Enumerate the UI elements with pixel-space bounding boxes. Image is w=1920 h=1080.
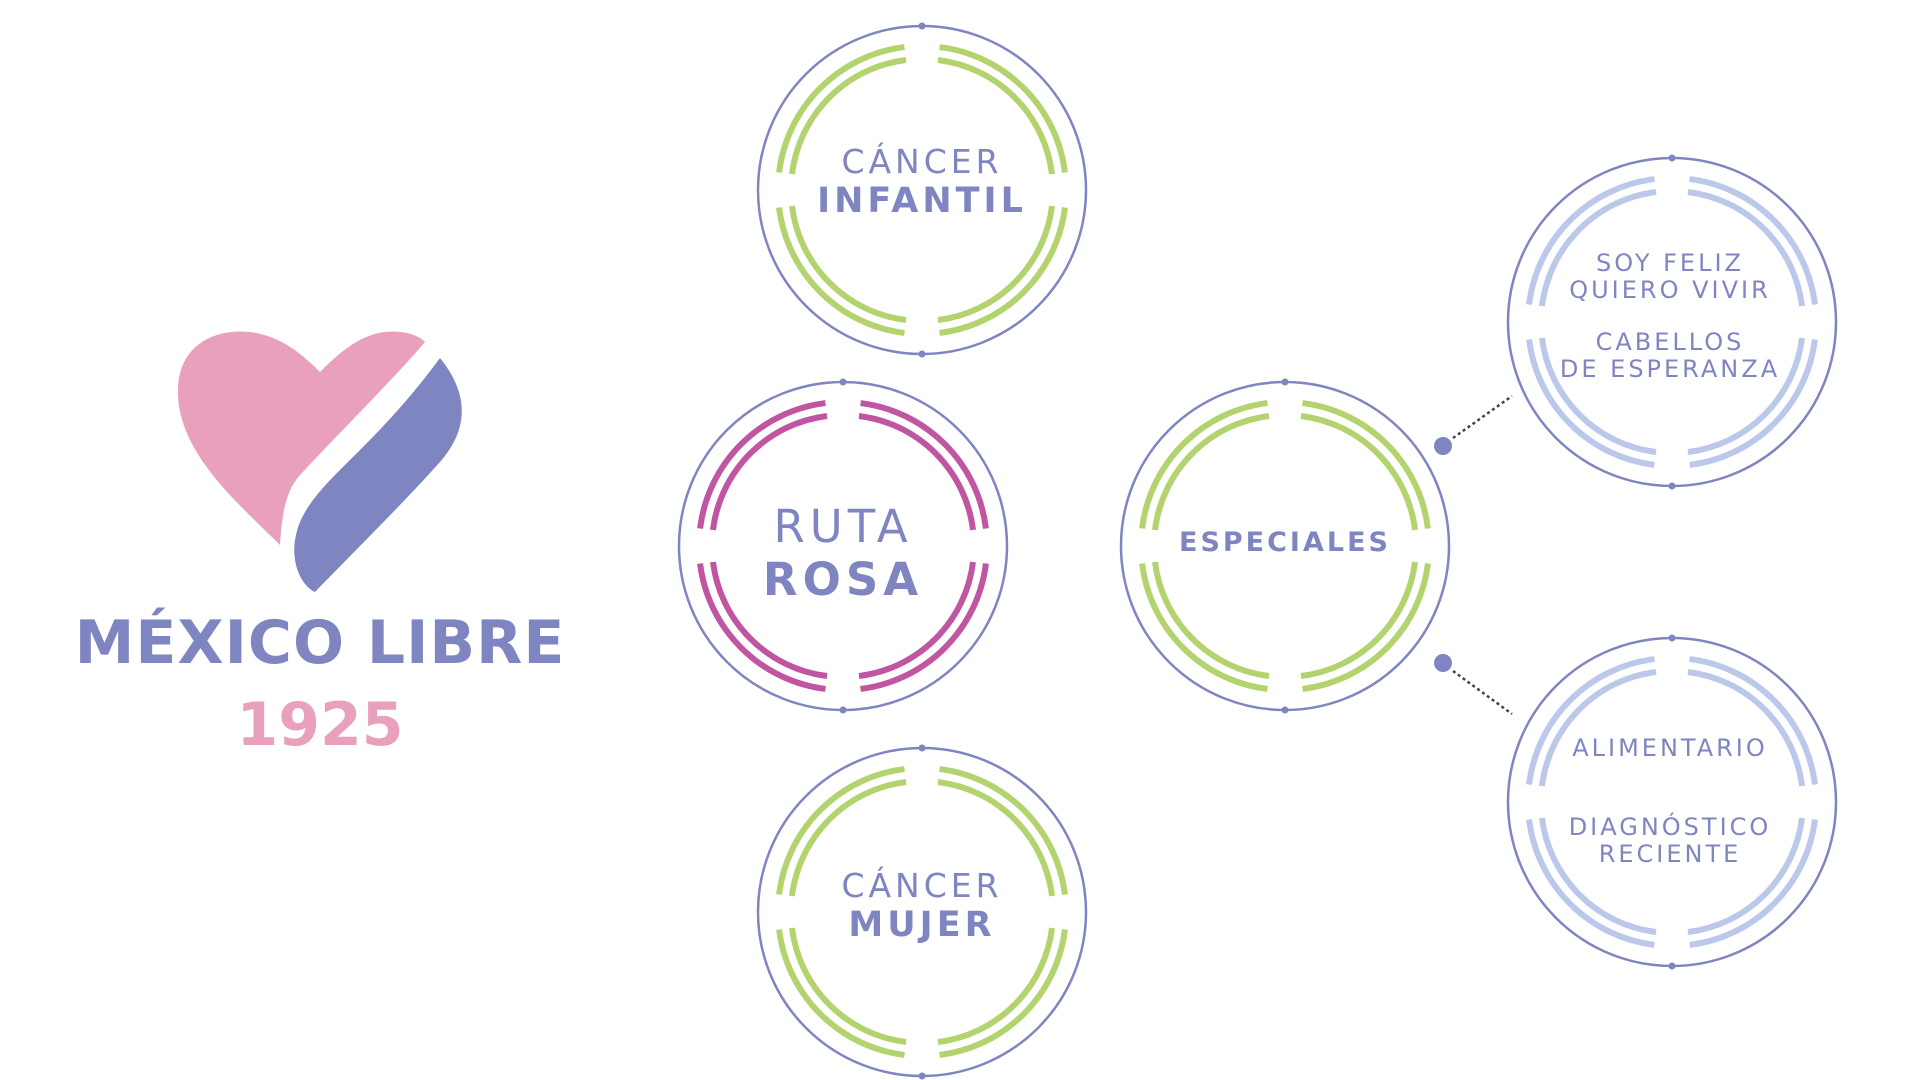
ring-segment <box>937 205 1055 323</box>
ring-segment <box>1689 819 1818 948</box>
ring-dot <box>1281 706 1289 714</box>
ring-segment <box>939 766 1068 895</box>
ring-segment <box>1139 563 1268 692</box>
ring-segment <box>789 779 907 897</box>
brand-name: MÉXICO LIBRE <box>74 608 566 678</box>
label-item2-line2: DE ESPERANZA <box>1559 355 1781 383</box>
ring-segment <box>776 207 905 336</box>
ring-segment <box>1139 400 1268 529</box>
ring-segment <box>1526 656 1655 785</box>
ring-segment <box>1152 413 1270 531</box>
ring-dot <box>918 1072 926 1080</box>
ring-dot <box>1668 962 1676 970</box>
ring-segment <box>860 400 989 529</box>
label-line1: ESPECIALES <box>1179 527 1391 558</box>
label-item2-line1: CABELLOS <box>1595 328 1745 356</box>
label-line1: CÁNCER <box>841 142 1003 181</box>
ring-segment <box>1539 189 1657 307</box>
circle-cancer-infantil <box>756 22 1088 358</box>
ring-segment <box>697 400 826 529</box>
label-item1-line1: ALIMENTARIO <box>1572 734 1768 762</box>
ring-segment <box>937 57 1055 175</box>
ring-segment <box>710 413 828 531</box>
ring-segment <box>1526 339 1655 468</box>
ring-segment <box>937 779 1055 897</box>
ring-segment <box>1687 669 1805 787</box>
ring-segment <box>1300 561 1418 679</box>
ring-segment <box>789 927 907 1045</box>
circle-ruta-rosa-label: RUTA ROSA <box>713 500 973 606</box>
ring-segment <box>789 205 907 323</box>
logo-heart-icon <box>177 331 462 592</box>
ring-dot <box>1281 378 1289 386</box>
ring-segment <box>710 561 828 679</box>
ring-dot <box>1668 634 1676 642</box>
label-line2: ROSA <box>762 553 924 606</box>
circle-soy-feliz-label: SOY FELIZ QUIERO VIVIR CABELLOS DE ESPER… <box>1540 250 1800 383</box>
ring-dot <box>839 378 847 386</box>
connector-dot <box>1434 437 1452 455</box>
ring-dot <box>839 706 847 714</box>
ring-segment <box>776 929 905 1058</box>
ring-segment <box>1687 189 1805 307</box>
ring-segment <box>1539 337 1657 455</box>
ring-segment <box>1152 561 1270 679</box>
heart-pink-half <box>177 331 425 545</box>
ring-segment <box>776 766 905 895</box>
label-item2-line2: RECIENTE <box>1598 840 1742 868</box>
label-line2: INFANTIL <box>817 181 1027 221</box>
label-item1-line2: QUIERO VIVIR <box>1569 276 1771 304</box>
ring-segment <box>1689 176 1818 305</box>
ring-segment <box>860 563 989 692</box>
ring-segment <box>858 413 976 531</box>
ring-segment <box>1687 817 1805 935</box>
ring-segment <box>1526 176 1655 305</box>
ring-segment <box>1526 819 1655 948</box>
heart-blue-half <box>294 358 462 592</box>
ring-dot <box>918 22 926 30</box>
label-line1: RUTA <box>773 500 913 553</box>
ring-segment <box>776 44 905 173</box>
ring-segment <box>1300 413 1418 531</box>
ring-dot <box>918 744 926 752</box>
circle-cancer-infantil-label: CÁNCER INFANTIL <box>792 142 1052 221</box>
label-item2-line1: DIAGNÓSTICO <box>1568 813 1772 841</box>
circle-ruta-rosa <box>677 378 1009 714</box>
brand-year: 1925 <box>236 690 404 760</box>
ring-segment <box>1539 817 1657 935</box>
circle-especiales <box>1119 378 1451 714</box>
ring-segment <box>1687 337 1805 455</box>
ring-segment <box>789 57 907 175</box>
ring-segment <box>1302 563 1431 692</box>
label-item1-line1: SOY FELIZ <box>1596 249 1744 277</box>
ring-dot <box>1668 154 1676 162</box>
ring-segment <box>1689 656 1818 785</box>
ring-segment <box>939 929 1068 1058</box>
ring-segment <box>1539 669 1657 787</box>
circle-soy-feliz <box>1506 154 1838 490</box>
connector-dot <box>1434 654 1452 672</box>
connector-top <box>1434 394 1513 455</box>
ring-segment <box>1689 339 1818 468</box>
ring-segment <box>1302 400 1431 529</box>
ring-dot <box>1668 482 1676 490</box>
ring-dot <box>918 350 926 358</box>
circle-cancer-mujer-label: CÁNCER MUJER <box>792 866 1052 945</box>
label-line2: MUJER <box>848 905 996 945</box>
circle-alimentario <box>1506 634 1838 970</box>
ring-segment <box>858 561 976 679</box>
circle-alimentario-label: ALIMENTARIO DIAGNÓSTICO RECIENTE <box>1540 735 1800 868</box>
connector-bottom <box>1434 654 1513 716</box>
ring-segment <box>937 927 1055 1045</box>
ring-segment <box>939 44 1068 173</box>
circle-cancer-mujer <box>756 744 1088 1080</box>
ring-segment <box>697 563 826 692</box>
label-line1: CÁNCER <box>841 866 1003 905</box>
circle-especiales-label: ESPECIALES <box>1155 527 1415 558</box>
ring-segment <box>939 207 1068 336</box>
